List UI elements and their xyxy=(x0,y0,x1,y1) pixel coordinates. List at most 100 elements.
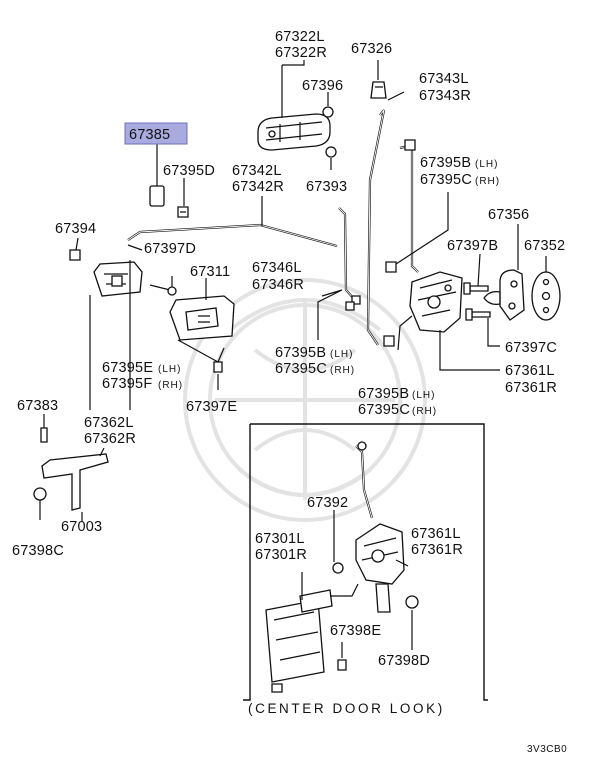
svg-text:(RH): (RH) xyxy=(158,380,183,391)
part-67326-drawing xyxy=(370,81,387,99)
label-67395BC-mid[interactable]: 67395B (LH) 67395C (RH) xyxy=(275,345,355,377)
label-67362[interactable]: 67362L 67362R xyxy=(84,415,136,447)
label-67346[interactable]: 67346L 67346R xyxy=(252,260,304,293)
svg-text:67343R: 67343R xyxy=(419,88,471,104)
svg-text:67346L: 67346L xyxy=(252,260,302,276)
svg-text:67361L: 67361L xyxy=(411,526,461,542)
box-caption: (CENTER DOOR LOOK) xyxy=(248,701,445,716)
svg-text:67395C: 67395C xyxy=(275,361,327,377)
label-67361-main[interactable]: 67361L 67361R xyxy=(505,363,557,396)
labels: 67322L 67322R 67326 67396 67343L 67343R … xyxy=(12,29,567,755)
clip-67395BC-mid-drawing xyxy=(345,301,355,311)
rod-lock-drawing xyxy=(399,139,419,273)
bracket-67362-drawing xyxy=(93,261,143,297)
svg-text:67343L: 67343L xyxy=(419,71,469,87)
svg-text:67395B: 67395B xyxy=(275,345,326,361)
label-67356[interactable]: 67356 xyxy=(488,207,529,223)
svg-text:67362R: 67362R xyxy=(84,431,136,447)
label-67385: 67385 xyxy=(129,127,170,143)
clip-67395BC-top-drawing xyxy=(385,261,397,273)
label-67395BC-top[interactable]: 67395B (LH) 67395C (RH) xyxy=(420,155,500,188)
label-67383[interactable]: 67383 xyxy=(17,398,58,414)
inside-handle-67311-drawing xyxy=(169,295,235,341)
svg-text:67395C: 67395C xyxy=(420,172,472,188)
label-67395BC-low[interactable]: 67395B (LH) 67395C (RH) xyxy=(358,386,437,418)
latch-67361-box-drawing xyxy=(355,523,405,613)
svg-text:67362L: 67362L xyxy=(84,415,134,431)
label-67397E[interactable]: 67397E xyxy=(186,399,237,415)
label-67398D[interactable]: 67398D xyxy=(378,653,430,669)
svg-text:67395B: 67395B xyxy=(358,386,409,402)
center-door-box xyxy=(243,423,488,701)
label-67003[interactable]: 67003 xyxy=(61,519,102,535)
nut-67398C-drawing xyxy=(33,487,47,501)
door-check-67003-drawing xyxy=(41,447,109,511)
svg-text:(LH): (LH) xyxy=(412,390,435,401)
label-67343[interactable]: 67343L 67343R xyxy=(419,71,471,104)
svg-text:67342R: 67342R xyxy=(232,179,284,195)
label-67395EF[interactable]: 67395E (LH) 67395F (RH) xyxy=(102,360,183,392)
part-67396-drawing xyxy=(322,106,334,118)
rod-67343-drawing xyxy=(366,109,386,346)
screw-67397E-drawing xyxy=(213,361,223,373)
striker-67356-drawing xyxy=(483,269,525,321)
label-67326[interactable]: 67326 xyxy=(351,41,392,57)
svg-text:(RH): (RH) xyxy=(330,365,355,376)
label-67395D[interactable]: 67395D xyxy=(163,163,215,179)
svg-text:67361R: 67361R xyxy=(411,542,463,558)
part-67385-drawing xyxy=(149,185,165,207)
label-67397D[interactable]: 67397D xyxy=(144,241,196,257)
svg-text:67301R: 67301R xyxy=(255,547,307,563)
svg-text:(RH): (RH) xyxy=(412,406,437,417)
label-67342[interactable]: 67342L 67342R xyxy=(232,163,284,195)
svg-text:67322L: 67322L xyxy=(275,29,325,45)
label-67352[interactable]: 67352 xyxy=(524,238,565,254)
svg-text:67395B: 67395B xyxy=(420,155,471,171)
part-67393-drawing xyxy=(325,146,337,158)
svg-text:67322R: 67322R xyxy=(275,45,327,61)
svg-text:67395F: 67395F xyxy=(102,376,152,392)
label-67393[interactable]: 67393 xyxy=(306,179,347,195)
highlight-box xyxy=(124,122,188,145)
latch-67361-drawing xyxy=(409,271,463,333)
actuator-67301-drawing xyxy=(265,589,333,693)
svg-text:67395C: 67395C xyxy=(358,402,410,418)
part-67394-drawing xyxy=(69,249,81,261)
label-67322[interactable]: 67322L 67322R xyxy=(275,29,327,61)
screw-67397D-drawing xyxy=(149,284,177,296)
bolt-67383-drawing xyxy=(40,427,48,443)
label-67396[interactable]: 67396 xyxy=(302,78,343,94)
svg-text:(LH): (LH) xyxy=(330,349,353,360)
outside-handle-drawing xyxy=(257,113,331,151)
svg-text:67301L: 67301L xyxy=(255,531,305,547)
svg-text:67395E: 67395E xyxy=(102,360,153,376)
nut-67392-drawing xyxy=(332,562,344,574)
label-67311[interactable]: 67311 xyxy=(190,264,230,280)
label-67398C[interactable]: 67398C xyxy=(12,543,64,559)
nut-67398D-drawing xyxy=(405,595,419,609)
leader-lines xyxy=(39,60,547,522)
watermark-emblem xyxy=(183,278,427,522)
label-67397C[interactable]: 67397C xyxy=(505,340,557,356)
label-67385-highlight[interactable]: 67385 xyxy=(124,122,188,145)
label-67398E[interactable]: 67398E xyxy=(330,623,381,639)
label-67392[interactable]: 67392 xyxy=(307,495,348,511)
label-67301[interactable]: 67301L 67301R xyxy=(255,531,307,563)
label-67361-box[interactable]: 67361L 67361R xyxy=(411,526,463,558)
footer-code: 3V3CB0 xyxy=(527,744,567,755)
svg-text:67346R: 67346R xyxy=(252,277,304,293)
rod-67342-drawing xyxy=(127,223,338,248)
bolt-67397B-drawing xyxy=(463,282,489,295)
svg-text:(LH): (LH) xyxy=(158,364,181,375)
svg-text:(LH): (LH) xyxy=(475,159,498,170)
screw-67398E-drawing xyxy=(337,659,347,671)
part-67395D-drawing xyxy=(177,206,189,218)
svg-text:(RH): (RH) xyxy=(475,176,500,187)
plate-67352-drawing xyxy=(531,271,561,321)
svg-text:67361R: 67361R xyxy=(505,380,557,396)
clip-67395BC-low-drawing xyxy=(383,335,395,347)
label-67394[interactable]: 67394 xyxy=(55,221,96,237)
svg-text:67361L: 67361L xyxy=(505,363,555,379)
label-67397B[interactable]: 67397B xyxy=(447,238,498,254)
